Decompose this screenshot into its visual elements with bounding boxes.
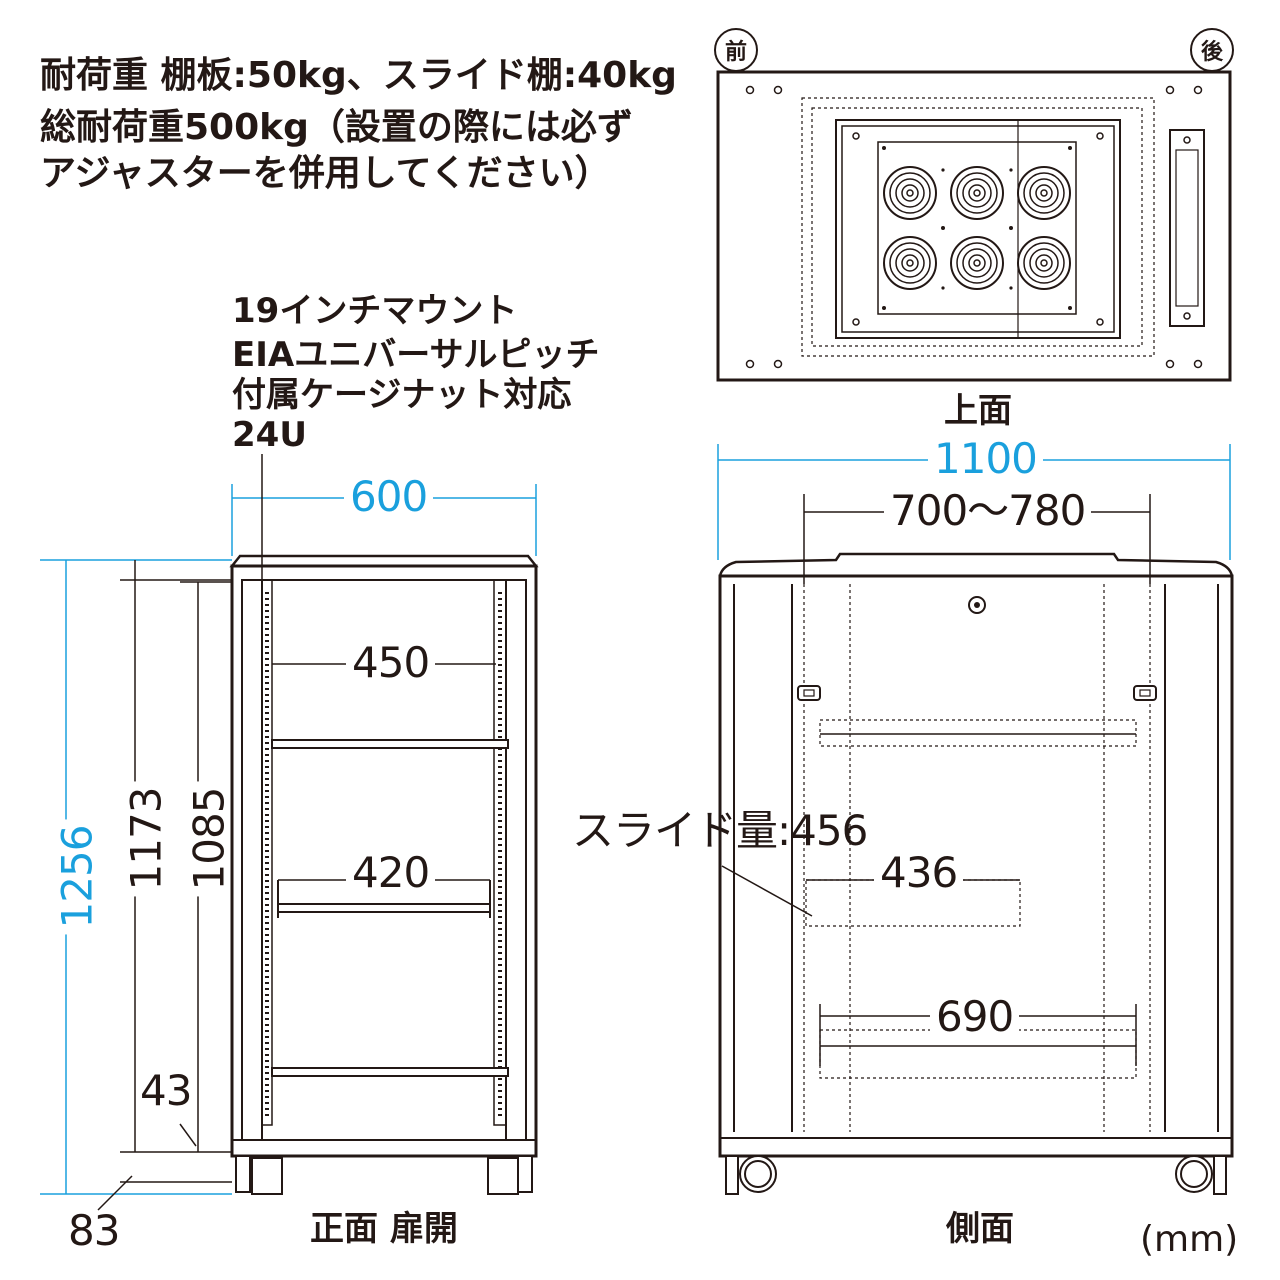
- side-view: [718, 552, 1234, 1195]
- mount-spec-line-4: 24U: [232, 415, 307, 455]
- load-spec-line-3: アジャスターを併用してください）: [40, 153, 611, 194]
- dim-shelf-450: 450: [346, 642, 436, 684]
- dim-slide-amount: スライド量:456: [572, 806, 868, 855]
- mount-spec-line-2: EIAユニバーサルピッチ: [232, 335, 600, 375]
- dim-slide-420: 420: [346, 852, 436, 894]
- dim-shelf-690: 690: [930, 996, 1020, 1038]
- dim-height-1173: 1173: [121, 781, 170, 897]
- front-mark: 前: [714, 28, 758, 72]
- top-view-caption: 上面: [944, 391, 1012, 431]
- dim-rail-depth: 700〜780: [884, 490, 1092, 532]
- dim-height-1085: 1085: [184, 781, 233, 897]
- dim-width-600: 600: [344, 476, 434, 518]
- dim-caster-83: 83: [68, 1206, 120, 1255]
- side-view-caption: 側面: [946, 1209, 1014, 1249]
- front-view-caption: 正面 扉開: [310, 1209, 458, 1249]
- load-spec-line-2: 総耐荷重500kg（設置の際には必ず: [40, 107, 633, 148]
- rear-mark: 後: [1190, 28, 1234, 72]
- top-view: [716, 70, 1232, 382]
- unit-label: (mm): [1140, 1219, 1239, 1260]
- dim-height-1256: 1256: [52, 819, 101, 935]
- load-spec-line-1: 耐荷重 棚板:50kg、スライド棚:40kg: [40, 55, 677, 96]
- dim-depth-1100: 1100: [928, 438, 1043, 480]
- front-view: [229, 554, 539, 1195]
- dim-bottom-43: 43: [140, 1066, 192, 1115]
- mount-spec-line-1: 19インチマウント: [232, 291, 518, 331]
- mount-spec-line-3: 付属ケージナット対応: [232, 375, 572, 415]
- dim-slide-436: 436: [874, 852, 964, 894]
